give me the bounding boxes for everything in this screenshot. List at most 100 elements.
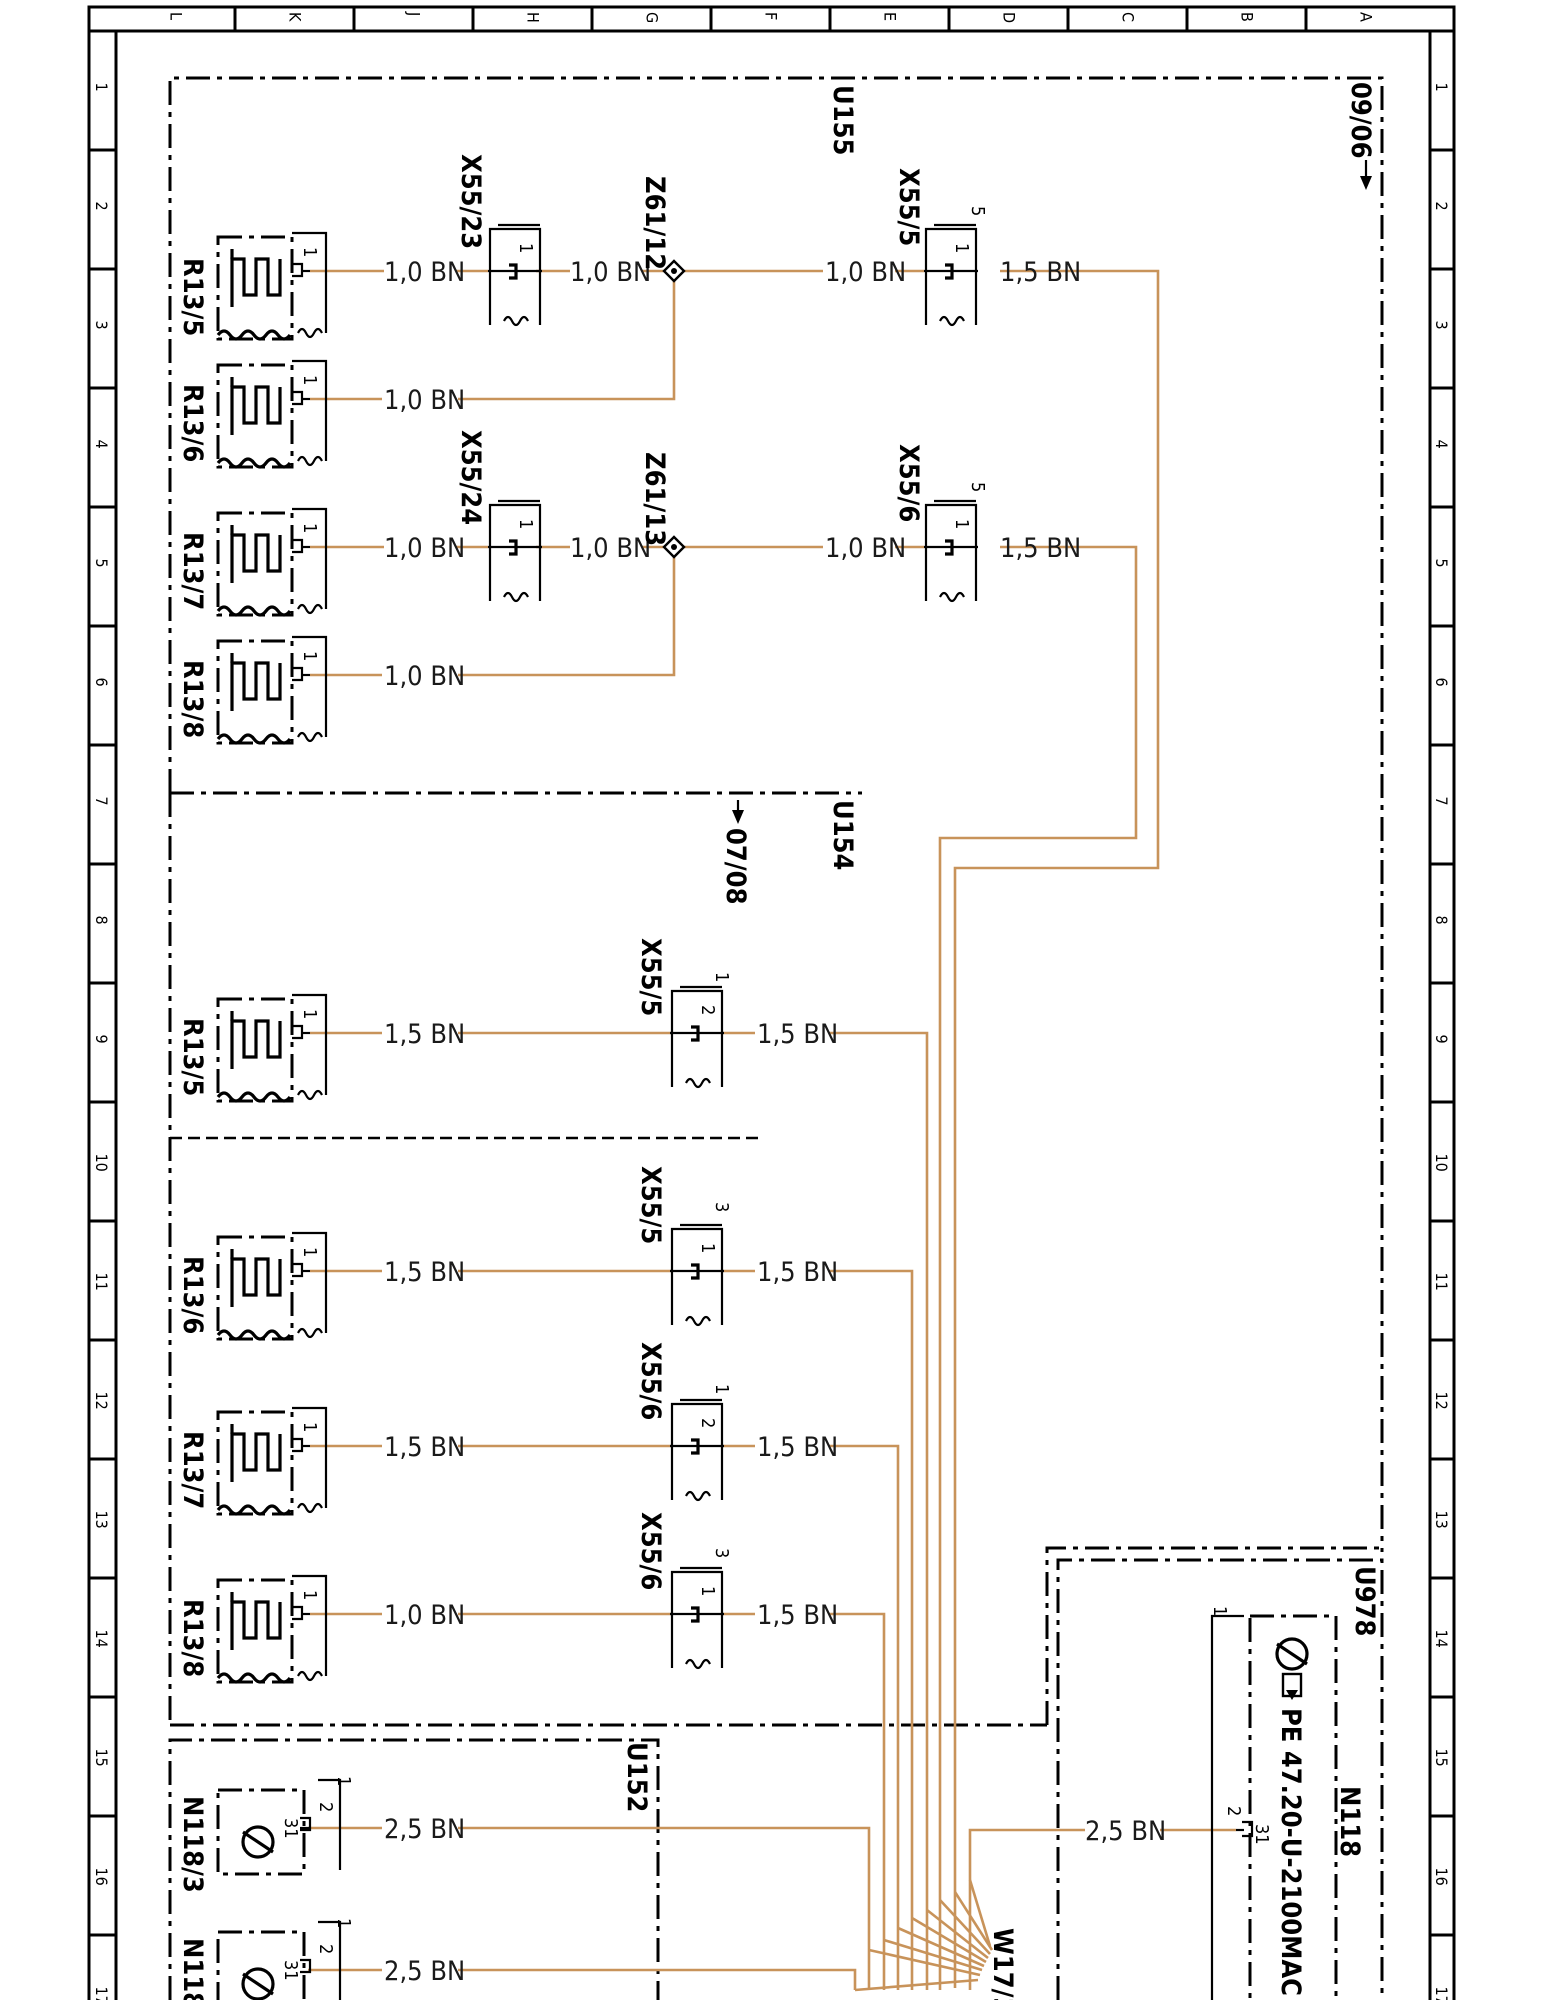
pin-number: 31 bbox=[280, 1960, 301, 1981]
drawing-frame bbox=[87, 5, 1456, 2000]
heater-element: 1 bbox=[216, 635, 328, 745]
row-number: 5 bbox=[92, 559, 111, 568]
column-letter: C bbox=[1119, 12, 1138, 22]
row-number: 7 bbox=[1432, 797, 1451, 806]
row-number: 13 bbox=[1432, 1511, 1451, 1529]
pin-number: 1 bbox=[299, 1422, 320, 1432]
sensor-label-n118-4: N118/4 bbox=[177, 1938, 208, 2000]
sensor-n118-4 bbox=[216, 1920, 342, 2000]
row-number: 2 bbox=[1432, 202, 1451, 211]
column-letter: J bbox=[405, 11, 424, 16]
sensor-n118-3 bbox=[216, 1778, 342, 1876]
zone-label-u155: U155 bbox=[827, 85, 858, 155]
wire-label: 1,5 BN bbox=[1000, 257, 1081, 288]
connector-label-x55-24: X55/24 bbox=[455, 430, 486, 525]
connector-housing: 2 bbox=[670, 1398, 724, 1502]
row-number: 2 bbox=[92, 202, 111, 211]
wire-labels: 1,0 BN 1,0 BN 1,0 BN 1,5 BN 1,0 BN 1,0 B… bbox=[384, 257, 1166, 1987]
connector-label-x55-23: X55/23 bbox=[455, 154, 486, 249]
pin-number: 1 bbox=[299, 523, 320, 533]
pin-number: 1 bbox=[299, 1009, 320, 1019]
wire-label: 2,5 BN bbox=[384, 1956, 465, 1987]
pin-number: 1 bbox=[1209, 1606, 1230, 1616]
connector-housing: 1 bbox=[924, 499, 978, 603]
splice-point-z61-12 bbox=[662, 259, 686, 283]
wire-label: 1,0 BN bbox=[570, 257, 651, 288]
ground-label-w17-3: W17/3 bbox=[987, 1928, 1018, 2000]
pin-number: 2 bbox=[315, 1802, 336, 1812]
connector-label-x55-5: X55/5 bbox=[893, 168, 924, 246]
wire-label: 1,0 BN bbox=[825, 257, 906, 288]
heater-label-r13-8: R13/8 bbox=[177, 660, 208, 738]
heater-element: 1 bbox=[216, 359, 328, 469]
heater-element: 1 bbox=[216, 993, 328, 1103]
row-number: 4 bbox=[92, 440, 111, 449]
wire-label: 1,5 BN bbox=[757, 1019, 838, 1050]
column-letter: L bbox=[167, 12, 186, 20]
wire-label: 2,5 BN bbox=[384, 1814, 465, 1845]
wire-harness bbox=[308, 269, 1236, 1992]
connector-housing: 1 bbox=[488, 499, 542, 603]
row-number: 12 bbox=[92, 1392, 111, 1410]
ref-top-label: 09/06 bbox=[1345, 82, 1376, 158]
row-number: 6 bbox=[92, 678, 111, 687]
row-number: 10 bbox=[1432, 1154, 1451, 1172]
connector-housing: 2 bbox=[670, 985, 724, 1089]
arrow-icon bbox=[1360, 160, 1372, 190]
pin-number: 2 bbox=[697, 1005, 718, 1015]
row-number: 11 bbox=[92, 1273, 111, 1291]
row-number: 4 bbox=[1432, 440, 1451, 449]
row-number: 9 bbox=[1432, 1035, 1451, 1044]
pin-number: 31 bbox=[1251, 1824, 1272, 1845]
wire-label: 1,5 BN bbox=[757, 1257, 838, 1288]
wire-label: 1,5 BN bbox=[757, 1432, 838, 1463]
row-number: 10 bbox=[92, 1154, 111, 1172]
column-letter: D bbox=[1000, 12, 1019, 23]
control-unit-n118 bbox=[1210, 1614, 1338, 2000]
row-number: 8 bbox=[1432, 916, 1451, 925]
row-number: 12 bbox=[1432, 1392, 1451, 1410]
splice-point-z61-13 bbox=[662, 535, 686, 559]
wire-label: 1,5 BN bbox=[384, 1019, 465, 1050]
pin-number: 31 bbox=[280, 1818, 301, 1839]
pin-number: 2 bbox=[315, 1944, 336, 1954]
pin-number: 1 bbox=[333, 1918, 354, 1928]
pin-number: 1 bbox=[951, 243, 972, 253]
heater-label-r13-6: R13/6 bbox=[177, 384, 208, 462]
connector-label-x55-6: X55/6 bbox=[893, 444, 924, 522]
row-number: 17 bbox=[92, 1987, 111, 2000]
connector-housing: 1 bbox=[488, 223, 542, 327]
splice-label-z61-13: Z61/13 bbox=[639, 452, 670, 546]
pin-number: 3 bbox=[711, 1548, 732, 1558]
ref-mid-label: 07/08 bbox=[720, 828, 751, 904]
zone-label-u152: U152 bbox=[621, 1742, 652, 1812]
connector-label-x55-5: X55/5 bbox=[635, 938, 666, 1016]
wire-label: 1,0 BN bbox=[825, 533, 906, 564]
heater-element: 1 bbox=[216, 231, 328, 341]
wire-label: 2,5 BN bbox=[1085, 1816, 1166, 1847]
heater-label-r13-5: R13/5 bbox=[177, 258, 208, 336]
connector-label-x55-6: X55/6 bbox=[635, 1342, 666, 1420]
pin-number: 1 bbox=[515, 519, 536, 529]
heater-label-r13-7: R13/7 bbox=[177, 532, 208, 610]
row-number: 17 bbox=[1432, 1987, 1451, 2000]
wire-label: 1,0 BN bbox=[384, 385, 465, 416]
heater-element: 1 bbox=[216, 1231, 328, 1341]
row-number: 7 bbox=[92, 797, 111, 806]
zone-label-u978: U978 bbox=[1349, 1566, 1380, 1636]
row-number: 11 bbox=[1432, 1273, 1451, 1291]
pin-number: 1 bbox=[299, 247, 320, 257]
wire-label: 1,5 BN bbox=[384, 1432, 465, 1463]
wire-label: 1,0 BN bbox=[570, 533, 651, 564]
heater-element: 1 bbox=[216, 507, 328, 617]
row-number: 13 bbox=[92, 1511, 111, 1529]
arrow-icon bbox=[732, 800, 744, 824]
column-letter: G bbox=[643, 12, 662, 23]
column-letter: B bbox=[1238, 12, 1257, 22]
pin-number: 1 bbox=[299, 1590, 320, 1600]
wire-label: 1,5 BN bbox=[1000, 533, 1081, 564]
